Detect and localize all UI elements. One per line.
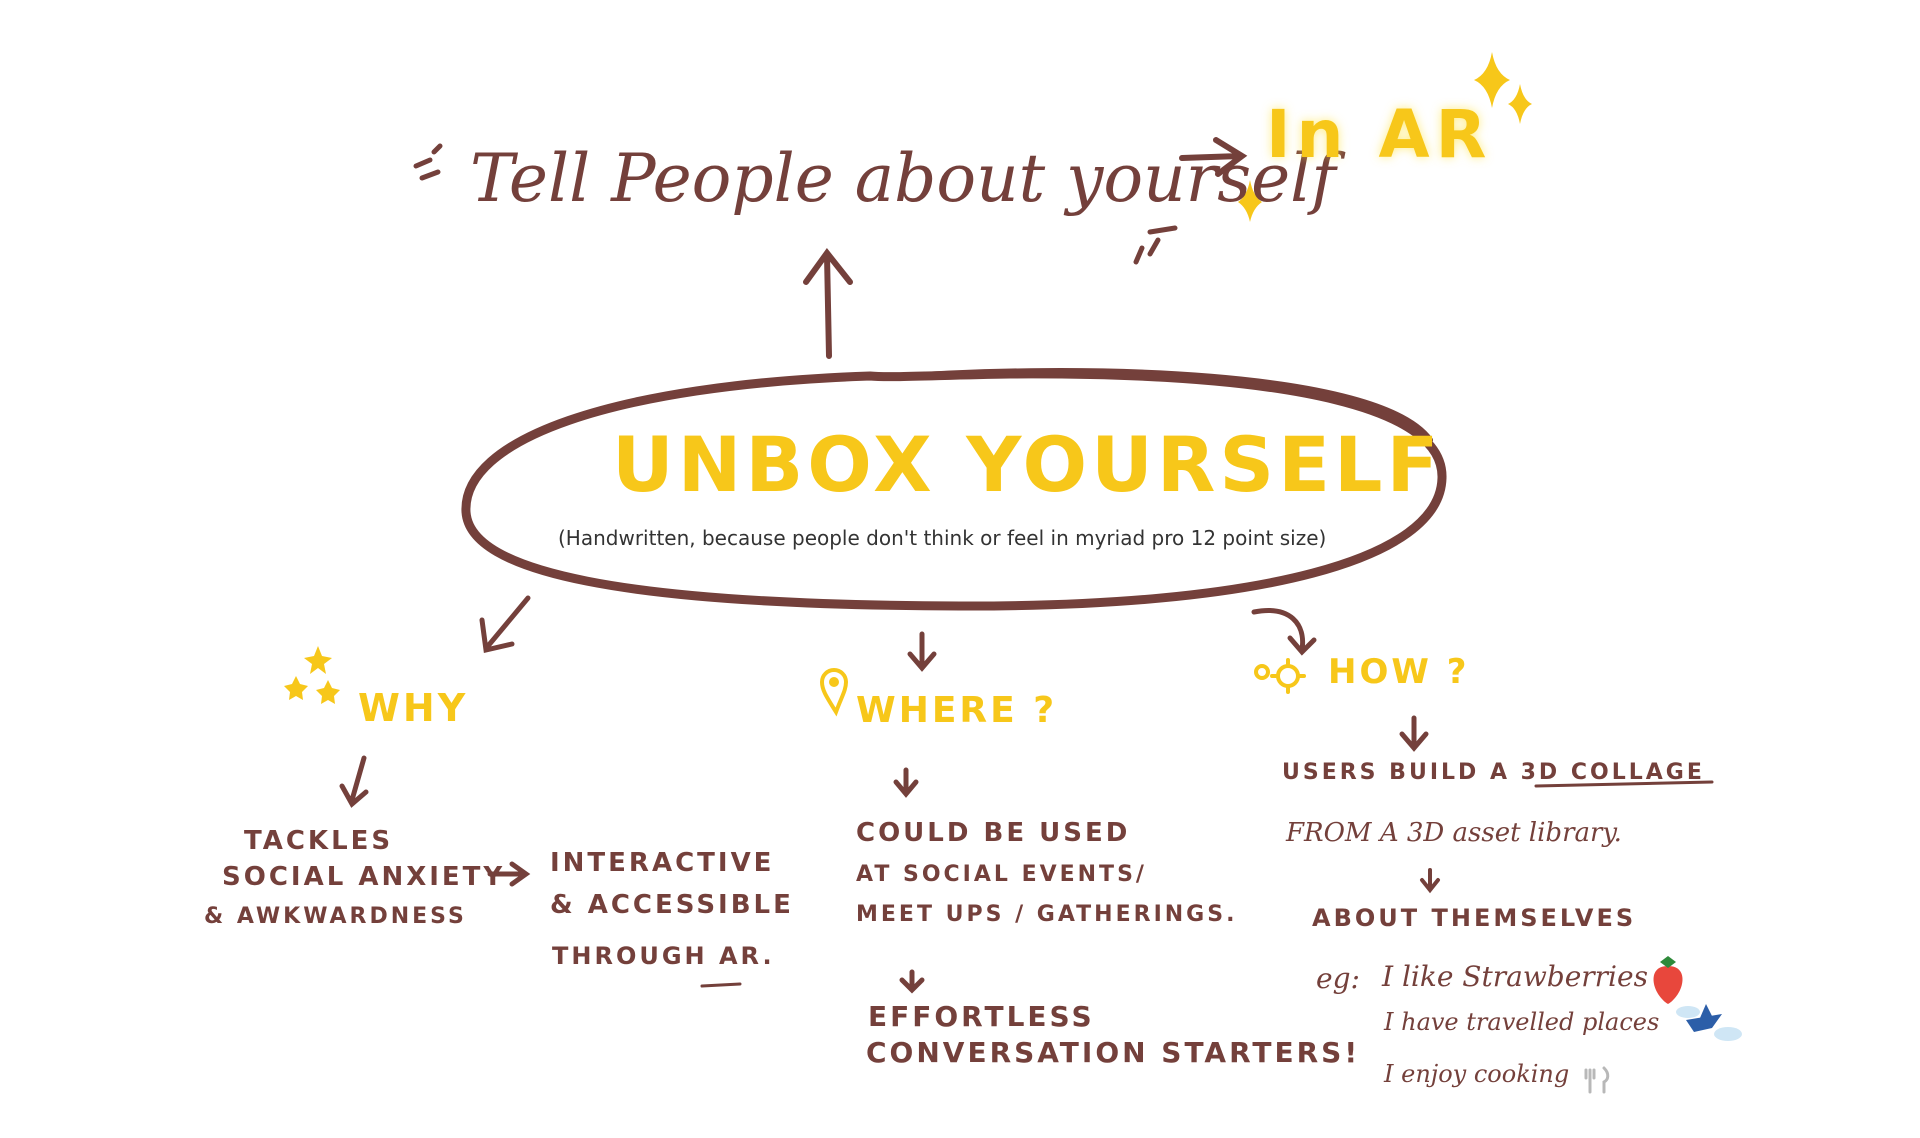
arrow-to-ar — [1179, 137, 1248, 177]
why-result-3: THROUGH AR. — [552, 942, 775, 970]
how-line-2: FROM A 3D asset library. — [1286, 818, 1622, 848]
where-point-2: AT SOCIAL EVENTS/ — [856, 862, 1147, 887]
ellipse-overstroke — [877, 368, 1433, 443]
why-result-2: & ACCESSIBLE — [550, 890, 794, 920]
why-point-2: SOCIAL ANXIETY — [222, 862, 506, 892]
star-icon-2 — [284, 676, 308, 700]
how-example-2: I have travelled places — [1384, 1008, 1660, 1036]
why-heading: WHY — [358, 686, 469, 730]
arrow-where-down-2 — [899, 969, 925, 994]
ar-label: In AR — [1266, 96, 1493, 173]
how-line-1: USERS BUILD A 3D COLLAGE — [1282, 760, 1705, 785]
arrow-why-down — [339, 755, 369, 808]
arrow-to-where — [907, 631, 937, 672]
why-result-1: INTERACTIVE — [550, 848, 775, 878]
arrow-to-why — [479, 595, 531, 654]
center-title: UNBOX YOURSELF — [612, 420, 1443, 509]
star-icon-1 — [304, 646, 332, 674]
how-example-3: I enjoy cooking — [1384, 1060, 1570, 1088]
center-ellipse — [461, 369, 1447, 611]
sparkle-icon-large — [1474, 52, 1510, 108]
why-point-1: TACKLES — [244, 826, 394, 856]
gear-icon-large — [1276, 664, 1300, 688]
arrow-why-right — [487, 861, 531, 887]
how-eg-label: eg: — [1316, 962, 1360, 995]
sparkle-icon-medium — [1508, 84, 1532, 124]
how-example-1: I like Strawberries — [1382, 960, 1648, 993]
accent-dashes-right — [1133, 225, 1178, 265]
arrow-where-down-1 — [893, 767, 919, 798]
where-heading: WHERE ? — [856, 690, 1058, 731]
why-point-3: & AWKWARDNESS — [204, 904, 467, 929]
underline-3d-collage — [1534, 780, 1714, 788]
underline-ar — [700, 982, 742, 988]
airplane-icon — [1676, 1004, 1742, 1041]
star-icon-3 — [316, 680, 340, 704]
where-result-1: EFFORTLESS — [868, 1000, 1095, 1033]
arrow-up — [803, 248, 853, 359]
location-pin-icon — [819, 668, 849, 717]
accent-dashes-left — [413, 143, 443, 181]
how-line-3: ABOUT THEMSELVES — [1312, 904, 1637, 932]
where-point-1: COULD BE USED — [856, 818, 1131, 848]
where-result-2: CONVERSATION STARTERS! — [866, 1036, 1361, 1069]
center-subtitle: (Handwritten, because people don't think… — [558, 526, 1327, 550]
arrow-how-down-2 — [1420, 868, 1440, 894]
where-point-3: MEET UPS / GATHERINGS. — [856, 902, 1238, 927]
arrow-to-how — [1251, 608, 1317, 656]
arrow-how-down-1 — [1399, 715, 1429, 752]
headline: Tell People about yourself — [470, 140, 1336, 217]
how-heading: HOW ? — [1328, 652, 1470, 692]
cutlery-icon — [1584, 1066, 1610, 1094]
gear-icon-small — [1254, 664, 1270, 680]
sparkle-icon-small — [1238, 180, 1262, 222]
strawberry-icon — [1653, 956, 1683, 1004]
